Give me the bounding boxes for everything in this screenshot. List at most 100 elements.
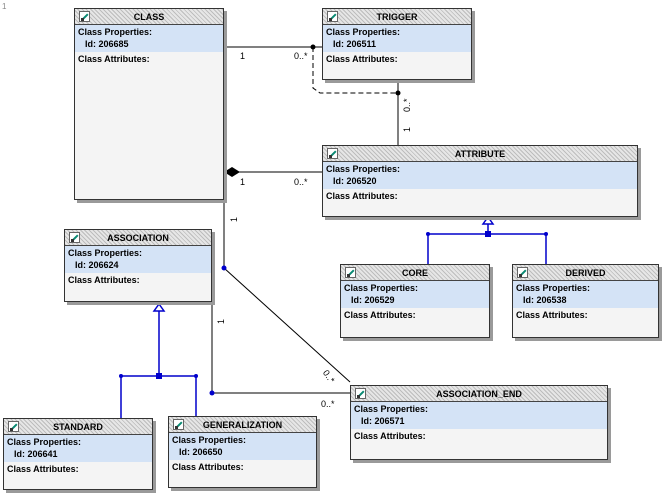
derived-attributes-label: Class Attributes: <box>516 310 588 320</box>
class-id: Id: 206685 <box>85 39 129 49</box>
generalization-core-dot <box>426 232 430 236</box>
association-id: Id: 206624 <box>75 260 119 270</box>
class-icon <box>8 421 19 432</box>
corner-mark: 1 <box>2 2 7 11</box>
class-box-generalization[interactable]: GENERALIZATION Class Properties: Id: 206… <box>168 416 317 488</box>
class-icon <box>517 267 528 278</box>
association-header[interactable]: ASSOCIATION <box>65 230 211 246</box>
multiplicity-class-assocend-one: 1 <box>229 216 239 222</box>
connector-class-association-end[interactable] <box>223 200 351 383</box>
trigger-id: Id: 206511 <box>333 39 377 49</box>
generalization-core-attribute[interactable] <box>427 224 489 264</box>
class-icon <box>327 148 338 159</box>
core-id: Id: 206529 <box>351 295 395 305</box>
association-properties-section: Class Properties: Id: 206624 <box>65 246 211 273</box>
derived-header[interactable]: DERIVED <box>513 265 658 281</box>
generalization-junction-attribute <box>485 231 491 237</box>
association-attributes-section: Class Attributes: <box>65 273 211 287</box>
class-box-attribute[interactable]: ATTRIBUTE Class Properties: Id: 206520 C… <box>322 145 638 217</box>
class-box-association[interactable]: ASSOCIATION Class Properties: Id: 206624… <box>64 229 212 302</box>
association-end-header[interactable]: ASSOCIATION_END <box>351 386 607 402</box>
derived-attributes-section: Class Attributes: <box>513 308 658 322</box>
composition-diamond <box>224 167 240 177</box>
generalization-name: GENERALIZATION <box>202 420 283 430</box>
class-box-class[interactable]: CLASS Class Properties: Id: 206685 Class… <box>74 8 224 200</box>
attribute-name: ATTRIBUTE <box>454 149 506 159</box>
standard-header[interactable]: STANDARD <box>4 419 152 435</box>
generalization-properties-label: Class Properties: <box>172 435 247 445</box>
core-header[interactable]: CORE <box>341 265 489 281</box>
attribute-header[interactable]: ATTRIBUTE <box>323 146 637 162</box>
trigger-attributes-label: Class Attributes: <box>326 54 398 64</box>
class-icon <box>345 267 356 278</box>
class-box-standard[interactable]: STANDARD Class Properties: Id: 206641 Cl… <box>3 418 153 490</box>
derived-properties-label: Class Properties: <box>516 283 591 293</box>
generalization-arrowhead-attribute <box>481 215 495 225</box>
multiplicity-trigger-attribute-one: 1 <box>402 126 412 132</box>
class-icon <box>355 388 366 399</box>
attribute-attributes-label: Class Attributes: <box>326 191 398 201</box>
trigger-properties-label: Class Properties: <box>326 27 401 37</box>
dashed-constraint-line[interactable] <box>312 47 398 94</box>
attribute-properties-section: Class Properties: Id: 206520 <box>323 162 637 189</box>
class-icon <box>69 232 80 243</box>
core-properties-section: Class Properties: Id: 206529 <box>341 281 489 308</box>
generalization-attributes-label: Class Attributes: <box>172 462 244 472</box>
class-icon <box>327 11 338 22</box>
attribute-attributes-section: Class Attributes: <box>323 189 637 203</box>
trigger-header[interactable]: TRIGGER <box>323 9 471 25</box>
association-name: ASSOCIATION <box>107 233 169 243</box>
class-box-association-end[interactable]: ASSOCIATION_END Class Properties: Id: 20… <box>350 385 608 460</box>
association-end-name: ASSOCIATION_END <box>436 389 522 399</box>
association-end-attributes-section: Class Attributes: <box>351 429 607 443</box>
class-box-derived[interactable]: DERIVED Class Properties: Id: 206538 Cla… <box>512 264 659 338</box>
class-properties-section: Class Properties: Id: 206685 <box>75 25 223 52</box>
trigger-properties-section: Class Properties: Id: 206511 <box>323 25 471 52</box>
core-properties-label: Class Properties: <box>344 283 419 293</box>
class-box-core[interactable]: CORE Class Properties: Id: 206529 Class … <box>340 264 490 338</box>
association-end-properties-section: Class Properties: Id: 206571 <box>351 402 607 429</box>
class-attributes-section: Class Attributes: <box>75 52 223 66</box>
class-box-trigger[interactable]: TRIGGER Class Properties: Id: 206511 Cla… <box>322 8 472 80</box>
multiplicity-class-trigger-many: 0..* <box>294 51 308 61</box>
multiplicity-assoc-assocend-many: 0..* <box>321 399 335 409</box>
connector-association-association-end-dot <box>209 390 215 396</box>
class-properties-label: Class Properties: <box>78 27 153 37</box>
generalization-derived-attribute[interactable] <box>488 233 547 264</box>
association-properties-label: Class Properties: <box>68 248 143 258</box>
generalization-properties-section: Class Properties: Id: 206650 <box>169 433 316 460</box>
generalization-id: Id: 206650 <box>179 447 223 457</box>
multiplicity-class-trigger-one: 1 <box>240 51 246 61</box>
generalization-arrowhead-association <box>152 302 166 312</box>
core-name: CORE <box>401 268 428 278</box>
multiplicity-assoc-assocend-one: 1 <box>216 318 226 324</box>
generalization-standard-dot <box>119 374 123 378</box>
derived-properties-section: Class Properties: Id: 206538 <box>513 281 658 308</box>
generalization-generalization-dot <box>194 374 198 378</box>
generalization-standard-association[interactable] <box>120 311 160 418</box>
class-icon <box>173 419 184 430</box>
multiplicity-trigger-attribute-many: 0..* <box>402 98 412 112</box>
generalization-derived-dot <box>544 232 548 236</box>
standard-properties-section: Class Properties: Id: 206641 <box>4 435 152 462</box>
class-icon <box>79 11 90 22</box>
derived-id: Id: 206538 <box>523 295 567 305</box>
attribute-properties-label: Class Properties: <box>326 164 401 174</box>
standard-id: Id: 206641 <box>14 449 58 459</box>
trigger-attributes-section: Class Attributes: <box>323 52 471 66</box>
generalization-junction-association <box>156 373 162 379</box>
attribute-id: Id: 206520 <box>333 176 377 186</box>
generalization-attributes-section: Class Attributes: <box>169 460 316 474</box>
trigger-name: TRIGGER <box>376 12 418 22</box>
generalization-generalization-association[interactable] <box>159 375 197 416</box>
association-attributes-label: Class Attributes: <box>68 275 140 285</box>
class-header[interactable]: CLASS <box>75 9 223 25</box>
standard-name: STANDARD <box>53 422 103 432</box>
connector-class-association-end-dot <box>221 265 227 271</box>
generalization-header[interactable]: GENERALIZATION <box>169 417 316 433</box>
core-attributes-section: Class Attributes: <box>341 308 489 322</box>
association-end-properties-label: Class Properties: <box>354 404 429 414</box>
association-end-attributes-label: Class Attributes: <box>354 431 426 441</box>
